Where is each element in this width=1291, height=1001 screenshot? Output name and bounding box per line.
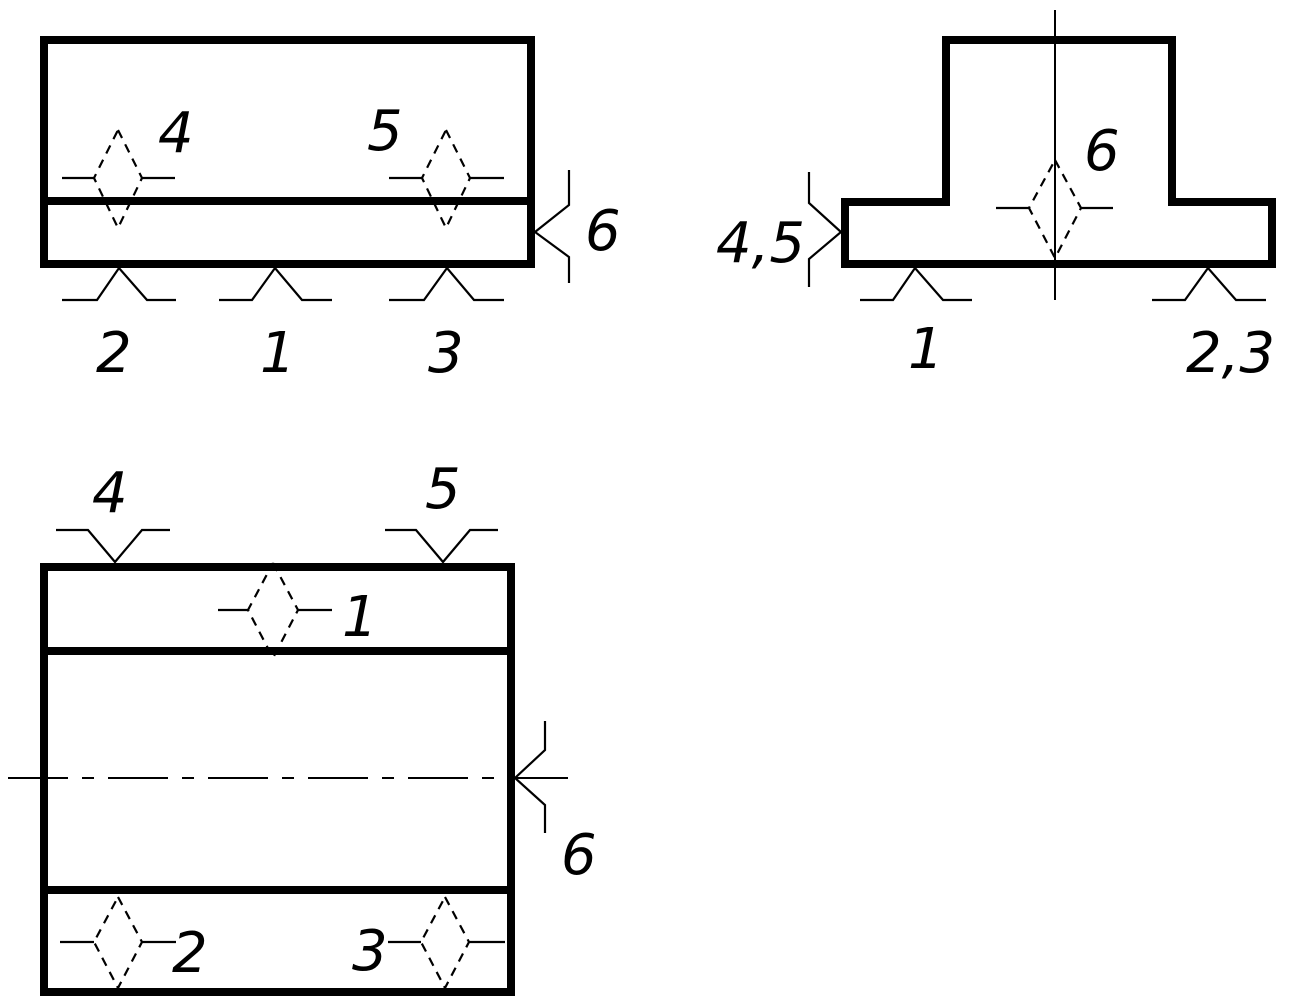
- hidden-support-symbol-4: [62, 129, 175, 231]
- side-view-outline: [841, 36, 1276, 268]
- top-label-6: 6: [561, 823, 597, 888]
- top-label-5: 5: [425, 457, 461, 522]
- support-symbol-6: [533, 170, 571, 283]
- front-label-6: 6: [585, 199, 621, 264]
- top-label-2: 2: [172, 921, 208, 986]
- front-label-2: 2: [96, 321, 132, 386]
- top-view: 4 5 1 6 2 3: [8, 457, 597, 996]
- front-label-3: 3: [428, 321, 464, 386]
- front-view-outline: [40, 36, 535, 268]
- front-label-4: 4: [158, 101, 194, 166]
- side-label-2-3: 2,3: [1186, 321, 1275, 386]
- hidden-support-symbol-1: [218, 562, 332, 661]
- support-symbol-6: [513, 721, 547, 833]
- support-symbol-5: [385, 528, 498, 564]
- top-label-4: 4: [92, 461, 128, 526]
- side-label-1: 1: [908, 317, 944, 382]
- side-view: 1 2,3 4,5 6: [716, 10, 1276, 386]
- support-symbol-4-5: [807, 172, 843, 287]
- front-view: 2 1 3 4 5 6: [40, 36, 621, 386]
- support-symbol-3: [389, 266, 504, 302]
- top-label-1: 1: [342, 585, 378, 650]
- support-symbol-2-3: [1152, 266, 1266, 302]
- top-label-3: 3: [352, 919, 388, 984]
- hidden-support-symbol-2: [60, 896, 176, 991]
- hidden-support-symbol-3: [388, 896, 505, 991]
- top-view-outline: [40, 563, 515, 996]
- front-label-1: 1: [260, 321, 296, 386]
- support-symbol-4: [56, 528, 170, 564]
- hidden-support-symbol-5: [389, 129, 504, 231]
- side-label-4-5: 4,5: [716, 211, 805, 276]
- hidden-support-symbol-6: [996, 159, 1113, 261]
- front-label-5: 5: [367, 99, 403, 164]
- side-label-6: 6: [1084, 119, 1120, 184]
- support-symbol-1: [860, 266, 972, 302]
- support-symbol-1: [219, 266, 332, 302]
- support-symbol-2: [62, 266, 176, 302]
